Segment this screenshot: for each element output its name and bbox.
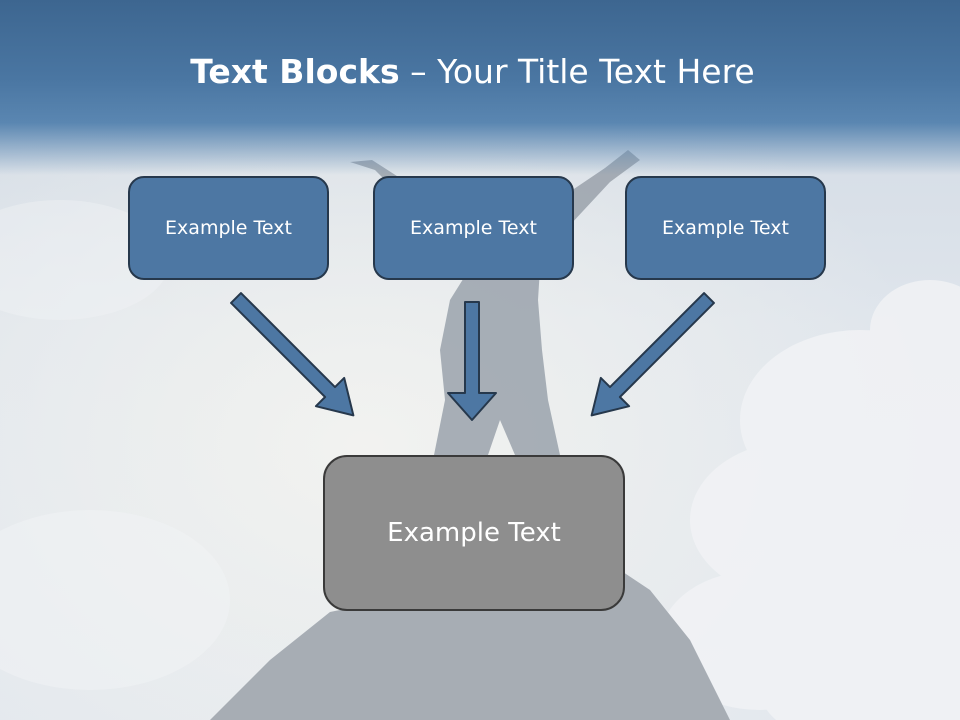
title-dash: – [399,52,438,91]
slide-title: Text Blocks – Your Title Text Here [0,52,945,91]
clouds [0,200,960,720]
text-block-left[interactable]: Example Text [128,176,329,280]
text-block-right[interactable]: Example Text [625,176,826,280]
title-rest: Your Title Text Here [437,52,755,91]
text-block-bottom-label: Example Text [387,518,561,548]
text-block-bottom[interactable]: Example Text [323,455,625,611]
text-block-center[interactable]: Example Text [373,176,574,280]
arrow-left [230,292,355,417]
text-block-center-label: Example Text [410,217,537,239]
arrow-center [447,301,497,421]
text-block-right-label: Example Text [662,217,789,239]
title-band [0,0,960,175]
title-bold: Text Blocks [190,52,400,91]
text-block-left-label: Example Text [165,217,292,239]
arrow-right [590,292,715,417]
